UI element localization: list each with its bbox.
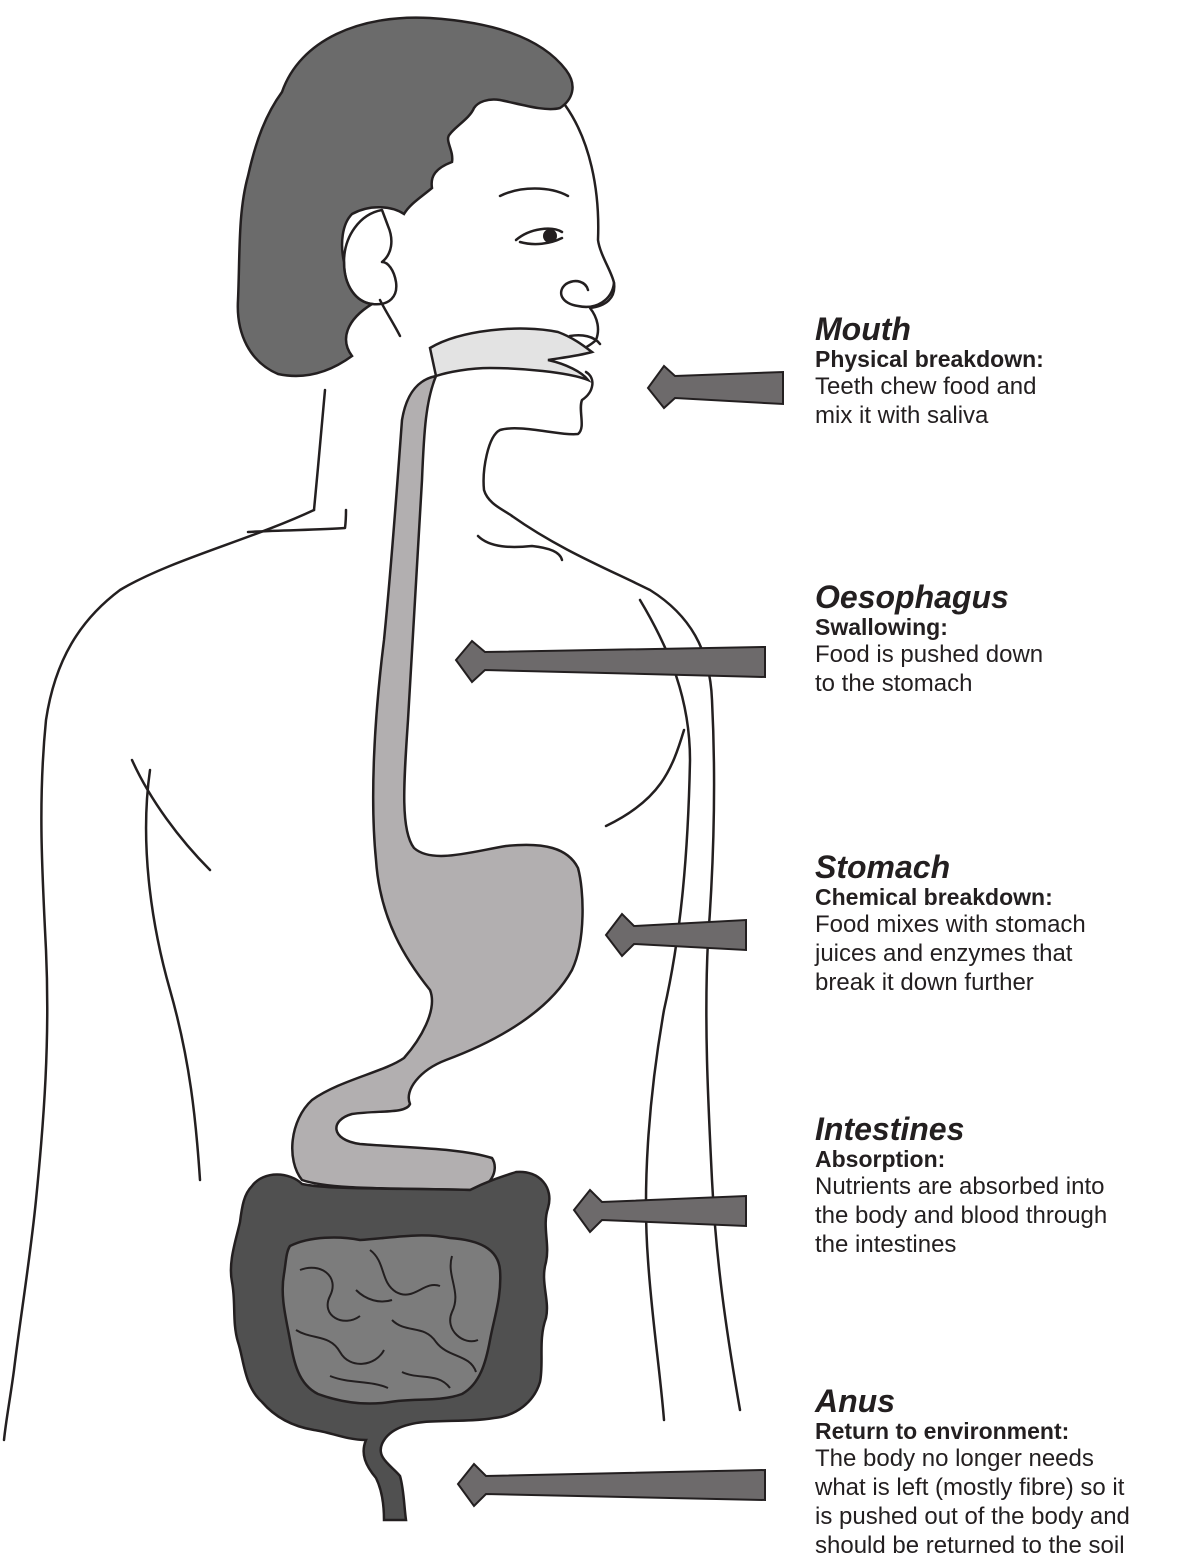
face-profile — [565, 105, 614, 356]
hair — [238, 18, 573, 376]
process-name: Chemical breakdown: — [815, 884, 1200, 910]
description-line: Food mixes with stomach — [815, 910, 1200, 939]
arrow-mouth — [648, 366, 783, 408]
process-name: Swallowing: — [815, 614, 1200, 640]
side-line — [146, 770, 200, 1180]
label-mouth: Mouth Physical breakdown: Teeth chew foo… — [815, 312, 1200, 430]
small-intestine — [283, 1235, 501, 1403]
description-line: mix it with saliva — [815, 401, 1200, 430]
eyebrow — [500, 189, 568, 197]
arrow-intestines — [574, 1190, 746, 1232]
organ-name: Anus — [815, 1384, 1200, 1418]
chest-left — [132, 760, 210, 870]
organ-name: Intestines — [815, 1112, 1200, 1146]
organ-name: Mouth — [815, 312, 1200, 346]
description-line: Teeth chew food and — [815, 372, 1200, 401]
description-line: Food is pushed down — [815, 640, 1200, 669]
description-line: should be returned to the soil — [815, 1531, 1200, 1560]
collarbone-left — [248, 510, 346, 532]
chin — [484, 372, 593, 516]
description-line: to the stomach — [815, 669, 1200, 698]
label-oesophagus: Oesophagus Swallowing: Food is pushed do… — [815, 580, 1200, 698]
process-name: Return to environment: — [815, 1418, 1200, 1444]
neck-back — [314, 390, 325, 510]
oesophagus-stomach — [292, 376, 582, 1190]
organ-name: Oesophagus — [815, 580, 1200, 614]
description-line: juices and enzymes that — [815, 939, 1200, 968]
label-intestines: Intestines Absorption: Nutrients are abs… — [815, 1112, 1200, 1259]
ear-lobe — [380, 300, 400, 336]
oral-cavity — [430, 329, 592, 380]
description-line: Nutrients are absorbed into — [815, 1172, 1200, 1201]
description-line: The body no longer needs — [815, 1444, 1200, 1473]
description-line: the body and blood through — [815, 1201, 1200, 1230]
description-line: what is left (mostly fibre) so it — [815, 1473, 1200, 1502]
arm-inner — [640, 600, 690, 1420]
arrow-anus — [458, 1464, 765, 1506]
label-stomach: Stomach Chemical breakdown: Food mixes w… — [815, 850, 1200, 997]
organ-name: Stomach — [815, 850, 1200, 884]
label-anus: Anus Return to environment: The body no … — [815, 1384, 1200, 1560]
process-name: Absorption: — [815, 1146, 1200, 1172]
chest-right — [606, 730, 684, 826]
description-line: the intestines — [815, 1230, 1200, 1259]
process-name: Physical breakdown: — [815, 346, 1200, 372]
arrow-oesophagus — [456, 641, 765, 682]
description-line: is pushed out of the body and — [815, 1502, 1200, 1531]
eye-pupil — [543, 229, 557, 243]
description-line: break it down further — [815, 968, 1200, 997]
